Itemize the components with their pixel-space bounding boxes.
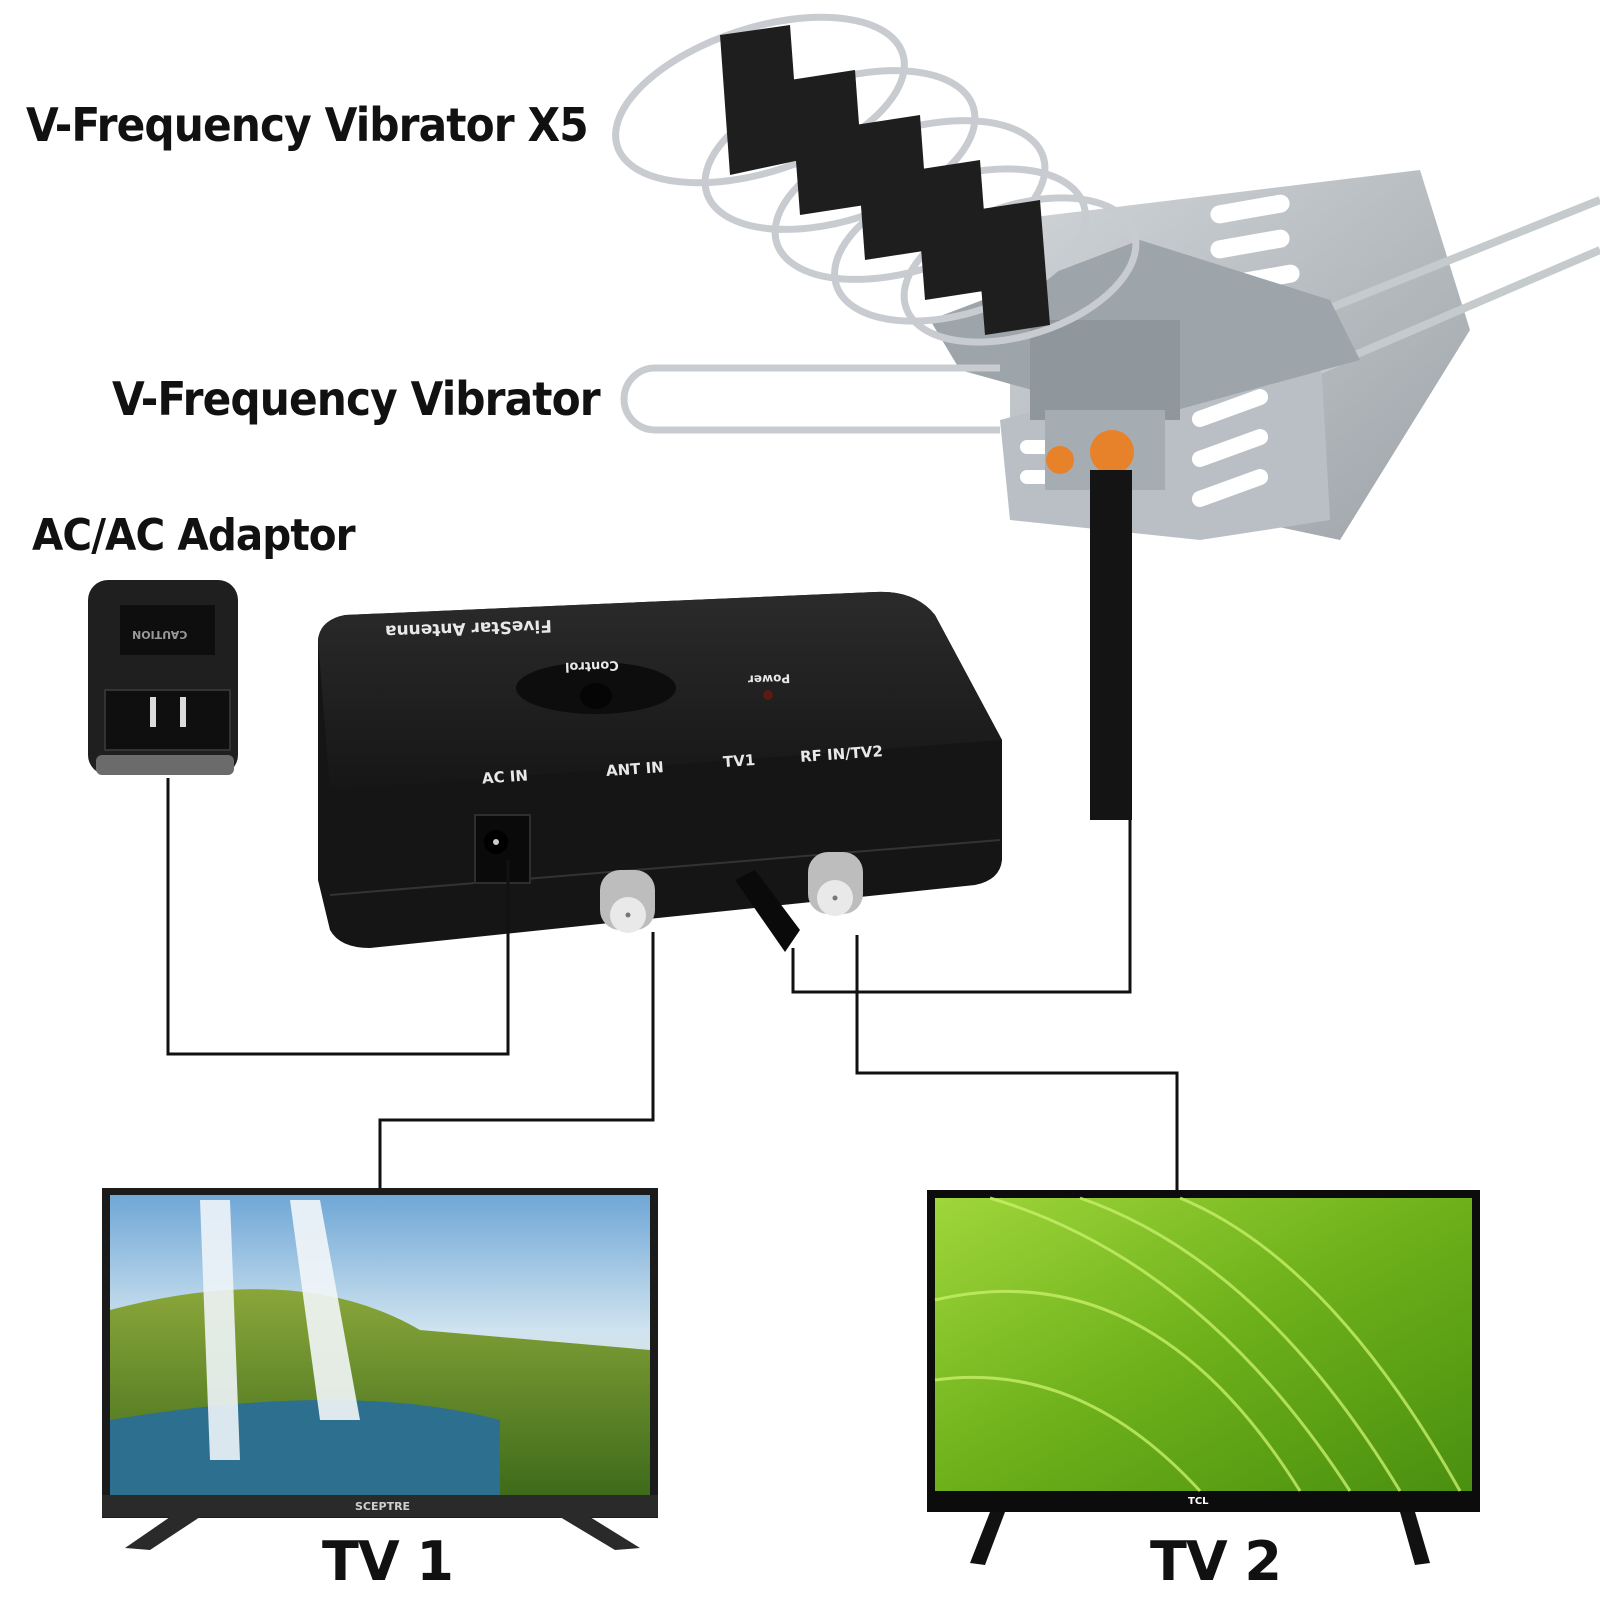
label-tv1: TV 1 bbox=[322, 1530, 454, 1593]
tv1-brand: SCEPTRE bbox=[355, 1500, 411, 1513]
line-antenna-to-tv1-port bbox=[791, 820, 1132, 994]
control-label: Control bbox=[564, 657, 619, 674]
label-vibrator-x5: V-Frequency Vibrator X5 bbox=[26, 98, 589, 152]
adaptor-caution: CAUTION bbox=[132, 628, 188, 641]
label-vibrator: V-Frequency Vibrator bbox=[112, 372, 601, 426]
ac-adaptor bbox=[88, 580, 238, 775]
tv1 bbox=[102, 1188, 658, 1550]
connection-lines bbox=[166, 778, 1179, 1190]
label-tv2: TV 2 bbox=[1150, 1530, 1282, 1593]
line-rfin-to-tv2 bbox=[855, 935, 1179, 1190]
line-adaptor-to-ac-in bbox=[166, 778, 510, 1056]
antenna bbox=[612, 13, 1600, 820]
tv2-connector bbox=[808, 852, 863, 916]
line-ant-in-to-tv1 bbox=[378, 932, 655, 1188]
power-label: Power bbox=[747, 671, 791, 687]
ant-in-connector bbox=[600, 870, 655, 933]
label-ac-adaptor: AC/AC Adaptor bbox=[32, 510, 356, 561]
port-label-ac-in: AC IN bbox=[481, 766, 529, 788]
port-label-tv1: TV1 bbox=[722, 750, 756, 772]
tv2-brand: TCL bbox=[1188, 1496, 1209, 1507]
tv2 bbox=[927, 1190, 1480, 1565]
control-box bbox=[318, 591, 1002, 952]
